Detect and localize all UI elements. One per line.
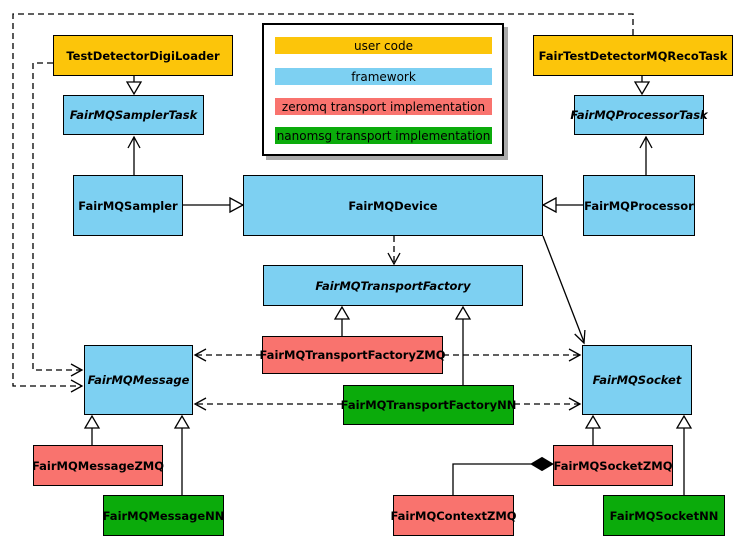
node-label: FairMQProcessor bbox=[584, 198, 694, 213]
legend-label: nanomsg transport implementation bbox=[276, 128, 491, 143]
node-fairmqprocessortask: FairMQProcessorTask bbox=[570, 95, 708, 135]
node-fairmqmessagezmq: FairMQMessageZMQ bbox=[31, 445, 165, 486]
edge-inheritance-recotask-processortask bbox=[633, 76, 651, 96]
node-label: FairTestDetectorMQRecoTask bbox=[538, 48, 728, 63]
node-label: FairMQSocketNN bbox=[609, 508, 719, 523]
node-fairmqsocket: FairMQSocket bbox=[582, 345, 692, 415]
node-label: FairMQTransportFactory bbox=[315, 278, 471, 293]
edge-inheritance-factoryzmq-transportfactory bbox=[333, 305, 351, 336]
edge-inheritance-messagenn-message bbox=[173, 414, 191, 495]
node-label: FairMQSamplerTask bbox=[69, 108, 198, 122]
node-fairmqsocketzmq: FairMQSocketZMQ bbox=[553, 445, 673, 486]
node-testdetectordigiloader: TestDetectorDigiLoader bbox=[53, 35, 233, 76]
edge-dependency-device-transportfactory bbox=[387, 236, 401, 266]
edge-dependency-factoryzmq-message bbox=[193, 348, 262, 362]
node-label: FairMQMessageZMQ bbox=[31, 458, 165, 473]
node-fairmqsocketnn: FairMQSocketNN bbox=[603, 495, 725, 536]
edge-inheritance-digiloader-samplertask bbox=[125, 76, 143, 96]
edge-association-device-socket bbox=[542, 235, 586, 345]
node-fairmqdevice: FairMQDevice bbox=[243, 175, 543, 236]
node-label: FairMQDevice bbox=[348, 198, 438, 213]
edge-inheritance-socketnn-socket bbox=[675, 414, 693, 495]
edge-inheritance-messagezmq-message bbox=[83, 414, 101, 445]
node-fairmqprocessor: FairMQProcessor bbox=[583, 175, 695, 236]
edge-inheritance-factorynn-transportfactory bbox=[454, 305, 472, 385]
node-fairmqtransportfactoryzmq: FairMQTransportFactoryZMQ bbox=[259, 336, 446, 374]
edge-dependency-factorynn-message bbox=[193, 397, 343, 411]
node-fairmqsampler: FairMQSampler bbox=[73, 175, 183, 236]
edge-dependency-recotask-message bbox=[12, 13, 634, 393]
node-fairmqmessage: FairMQMessage bbox=[84, 345, 193, 415]
edge-association-sampler-samplertask bbox=[127, 135, 141, 175]
legend-label: user code bbox=[354, 38, 413, 53]
legend-item-framework: framework bbox=[275, 68, 492, 85]
edge-dependency-factorynn-socket bbox=[514, 397, 582, 411]
node-label: TestDetectorDigiLoader bbox=[66, 48, 220, 63]
node-label: FairMQProcessorTask bbox=[570, 108, 708, 122]
node-fairmqcontextzmq: FairMQContextZMQ bbox=[390, 495, 517, 536]
node-label: FairMQContextZMQ bbox=[390, 508, 517, 523]
node-label: FairMQMessageNN bbox=[102, 508, 225, 523]
node-fairmqtransportfactorynn: FairMQTransportFactoryNN bbox=[340, 385, 517, 425]
legend-item-user-code: user code bbox=[275, 37, 492, 54]
node-label: FairMQSocketZMQ bbox=[553, 458, 673, 473]
legend-box: user code framework zeromq transport imp… bbox=[262, 23, 504, 156]
node-label: FairMQSampler bbox=[78, 198, 178, 213]
edge-inheritance-sampler-device bbox=[183, 196, 245, 214]
edge-dependency-factoryzmq-socket bbox=[443, 348, 582, 362]
legend-item-zeromq: zeromq transport implementation bbox=[275, 98, 492, 115]
node-fairmqtransportfactory: FairMQTransportFactory bbox=[263, 265, 523, 306]
node-fairmqmessagenn: FairMQMessageNN bbox=[103, 495, 224, 536]
edge-composition-socketzmq-contextzmq bbox=[452, 456, 554, 495]
legend-label: zeromq transport implementation bbox=[281, 99, 486, 114]
node-label: FairMQMessage bbox=[87, 373, 190, 387]
edge-association-processor-processortask bbox=[639, 135, 653, 175]
edge-inheritance-processor-device bbox=[541, 196, 583, 214]
edge-dependency-digiloader-message bbox=[32, 62, 84, 377]
node-label: FairMQTransportFactoryZMQ bbox=[259, 348, 446, 362]
node-label: FairMQSocket bbox=[592, 373, 682, 387]
legend-label: framework bbox=[351, 69, 416, 84]
node-fairmqsamplertask: FairMQSamplerTask bbox=[63, 95, 204, 135]
legend-item-nanomsg: nanomsg transport implementation bbox=[275, 127, 492, 144]
node-label: FairMQTransportFactoryNN bbox=[340, 398, 517, 412]
node-fairtestdetectormqrecotask: FairTestDetectorMQRecoTask bbox=[533, 35, 733, 76]
edge-inheritance-socketzmq-socket bbox=[584, 414, 602, 445]
